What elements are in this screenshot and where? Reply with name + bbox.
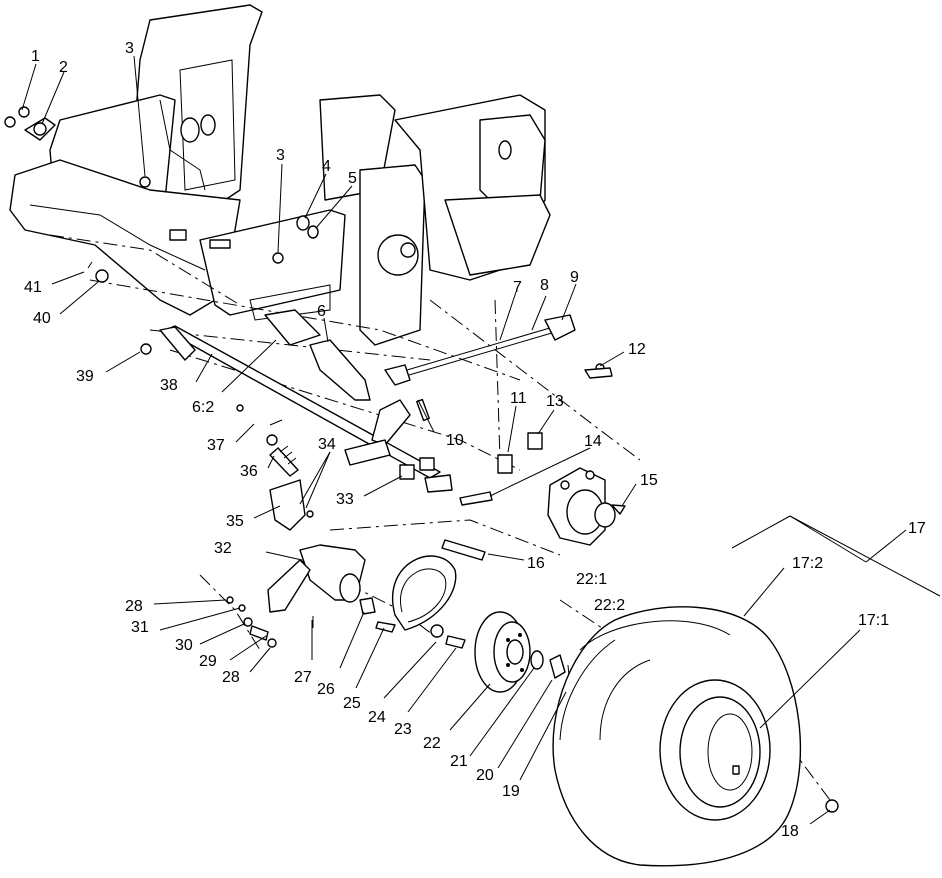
washers-28-31-30-29 [226,596,277,648]
pedal-6 [264,309,371,401]
callout-9: 9 [570,269,579,286]
washer-4-5 [296,215,319,239]
callout-leaders [21,55,941,825]
callout-8: 8 [540,277,549,294]
callout-13: 13 [546,393,564,410]
callout-28-lower: 28 [222,669,240,686]
nut-3 [139,176,284,264]
callout-25: 25 [343,695,361,712]
callout-17: 17 [908,520,926,537]
callout-29: 29 [199,653,217,670]
callout-40: 40 [33,310,51,327]
callout-3-lower: 3 [276,147,285,164]
lug-nut-18 [825,799,839,813]
callout-27: 27 [294,669,312,686]
callout-26: 26 [317,681,335,698]
spring-36 [236,404,299,477]
brake-drum-22 [474,611,531,693]
callout-labels: 1 2 3 3 4 5 6 6:2 7 8 9 10 11 12 13 14 1… [24,40,926,840]
callout-36: 36 [240,463,258,480]
bracket-35 [269,479,314,531]
brake-lever-32 [267,544,366,613]
callout-24: 24 [368,709,386,726]
callout-18: 18 [781,823,799,840]
callout-6: 6 [317,303,326,320]
callout-38: 38 [160,377,178,394]
stud-16 [441,539,486,561]
bushing-11-13 [399,432,543,480]
callout-15: 15 [640,472,658,489]
callout-17-2: 17:2 [792,555,823,572]
callout-12: 12 [628,341,646,358]
callout-10: 10 [446,432,464,449]
bolt-1 [4,106,30,128]
callout-7: 7 [513,279,522,296]
callout-37: 37 [207,437,225,454]
callout-2: 2 [59,59,68,76]
callout-17-1: 17:1 [858,612,889,629]
callout-11: 11 [510,390,527,407]
callout-34: 34 [318,436,336,453]
nut-40-pin-41 [87,261,109,283]
main-frame [9,4,551,346]
callout-19: 19 [502,783,520,800]
brake-linkage-shaft-38 [140,325,441,479]
callout-5: 5 [348,170,357,187]
callout-4: 4 [322,158,331,175]
callout-23: 23 [394,721,412,738]
brake-rod-7 [384,314,613,386]
callout-30: 30 [175,637,193,654]
callout-39: 39 [76,368,94,385]
bearing-and-bolt-14 [424,474,493,506]
callout-35: 35 [226,513,244,530]
callout-33: 33 [336,491,354,508]
callout-16: 16 [527,555,545,572]
callout-41: 41 [24,279,42,296]
callout-31: 31 [131,619,149,636]
rim-17-1 [659,679,771,821]
callout-22-2: 22:2 [594,597,625,614]
callout-14: 14 [584,433,602,450]
callout-6-2: 6:2 [192,399,214,416]
wheel-motor [547,467,626,546]
brake-band-26 [392,555,457,631]
callout-28-upper: 28 [125,598,143,615]
callout-22: 22 [423,735,441,752]
brake-hardware [312,597,466,649]
callout-1: 1 [31,48,40,65]
callout-32: 32 [214,540,232,557]
callout-21: 21 [450,753,468,770]
flange-bearing-2 [24,117,56,141]
callout-22-1: 22:1 [576,571,607,588]
callout-3-upper: 3 [125,40,134,57]
callout-20: 20 [476,767,494,784]
